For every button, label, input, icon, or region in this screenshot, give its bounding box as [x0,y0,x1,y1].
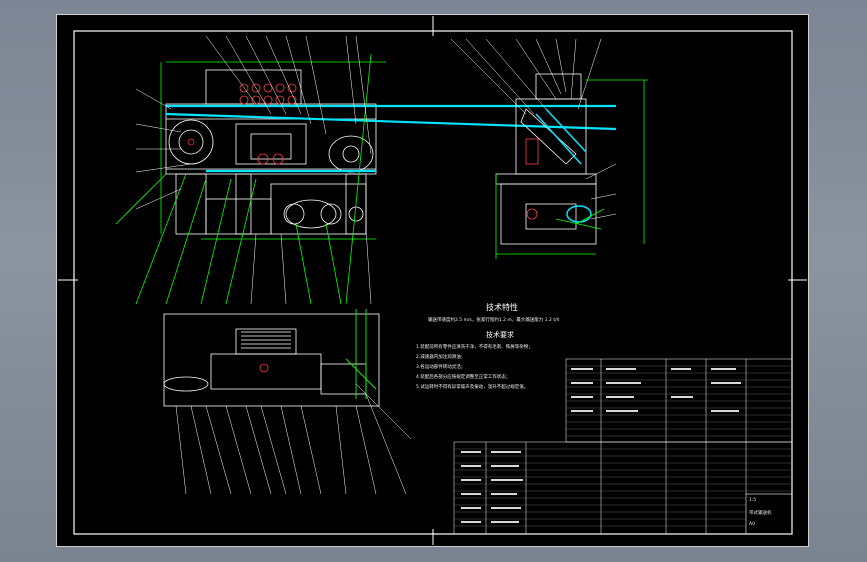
requirement-1: 1.装配前所有零件应清洗干净，不得有毛刺、铁屑等杂物； [416,345,533,350]
requirement-5: 5.试运转时不得有异常噪声及振动，温升不超过规定值。 [416,385,529,390]
plan-leaders [175,383,412,495]
parts-rows [454,365,792,527]
front-view [165,69,377,235]
plan-accent [345,309,377,399]
side-dimensions [495,79,648,259]
requirements-title: 技术要求 [486,331,514,339]
title-cell [745,493,793,535]
leader-lines [135,35,372,305]
drawing-sheet: 技术特性 输送带速度约2.5 m/s，张紧行程约1.2 m，最大输送能力 1.2… [56,14,809,547]
requirement-4: 4.装配后各部分应按规定调整至正常工作状态； [416,375,511,380]
parts-text [461,368,741,523]
center-marks [58,16,807,545]
side-accent [535,108,592,223]
parts-list [453,358,793,535]
front-dimensions [115,53,386,305]
requirement-2: 2.减速器内加注润滑油； [416,355,466,360]
title-block-name: 带式输送机 [749,511,772,516]
outer-frame [56,14,809,547]
spec-line: 输送带速度约2.5 m/s，张紧行程约1.2 m，最大输送能力 1.2 t/h [428,318,560,323]
tech-characteristics-title: 技术特性 [486,303,518,312]
requirement-3: 3.各运动部件转动灵活； [416,365,466,370]
plan-view [163,313,380,407]
side-leaders [450,38,617,220]
cad-drawing [56,14,809,547]
conveyor-belts [165,104,617,173]
title-block-scale: 1:5 [749,498,757,503]
title-block-sheet: A0 [749,522,755,527]
